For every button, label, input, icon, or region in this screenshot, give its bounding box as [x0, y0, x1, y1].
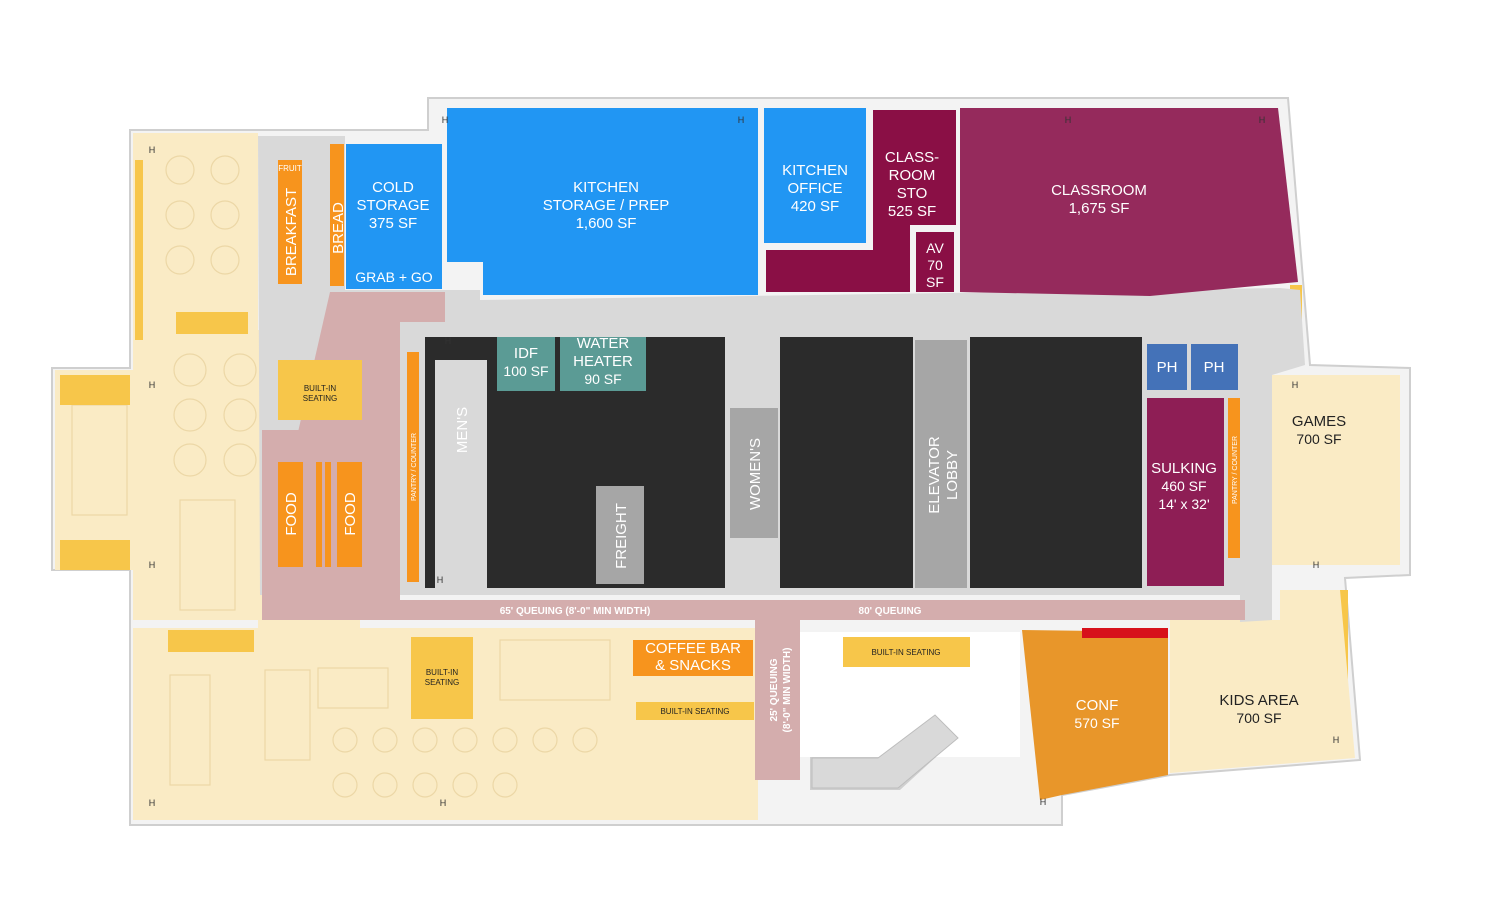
hydrant-icon: H: [149, 560, 156, 570]
builtin-seating-label: BUILT-IN: [304, 384, 337, 393]
room-classroom-sto: [766, 110, 956, 292]
food-label: FOOD: [342, 492, 359, 535]
idf-label: IDF: [514, 345, 538, 362]
hydrant-icon: H: [440, 798, 447, 808]
ph-label: PH: [1204, 359, 1225, 376]
room-ph-1: [1147, 344, 1187, 390]
av-label: AV: [926, 240, 944, 256]
idf-area: 100 SF: [503, 363, 548, 379]
classroom-sto-area: 525 SF: [888, 203, 936, 220]
classroom-area: 1,675 SF: [1069, 200, 1130, 217]
stair-run: [811, 714, 959, 789]
hydrant-icon: H: [1065, 115, 1072, 125]
kitchen-storage-label: KITCHEN: [573, 179, 639, 196]
room-classroom: [960, 108, 1298, 296]
builtin-seating-label: SEATING: [425, 678, 460, 687]
room-idf: [497, 337, 555, 391]
queuing-80-label: 80' QUEUING: [859, 606, 922, 617]
sulking-label: SULKING: [1151, 460, 1217, 477]
cold-storage-label: STORAGE: [356, 197, 429, 214]
classroom-sto-label: STO: [897, 185, 928, 202]
builtin-seating: [278, 360, 970, 720]
room-kitchen-storage: [447, 108, 758, 295]
hydrant-icon: H: [738, 115, 745, 125]
classroom-sto-label: CLASS-: [885, 149, 939, 166]
kitchen-storage-area: 1,600 SF: [576, 215, 637, 232]
coffee-bar-label: & SNACKS: [655, 657, 731, 674]
queuing-25-label: (8'-0" MIN WIDTH): [782, 648, 793, 733]
hydrant-icon: H: [1259, 115, 1266, 125]
kitchen-office-label: KITCHEN: [782, 162, 848, 179]
water-heater-area: 90 SF: [584, 371, 621, 387]
cold-storage-area: 375 SF: [369, 215, 417, 232]
coffee-bar-label: COFFEE BAR: [645, 640, 741, 657]
ph-label: PH: [1157, 359, 1178, 376]
hydrant-icon: H: [1313, 560, 1320, 570]
mens-label: MEN'S: [454, 407, 471, 453]
bread-label: BREAD: [330, 202, 347, 254]
elevator-lobby-label: LOBBY: [944, 450, 961, 500]
classroom-label: CLASSROOM: [1051, 182, 1147, 199]
builtin-seating-label: BUILT-IN: [426, 668, 459, 677]
kitchen-office-label: OFFICE: [788, 180, 843, 197]
room-water-heater: [560, 337, 646, 391]
room-freight: [596, 486, 644, 584]
hydrant-icon: H: [437, 575, 444, 585]
room-ph-2: [1191, 344, 1238, 390]
cold-storage-label: COLD: [372, 179, 414, 196]
serving-stations: [278, 144, 1240, 676]
hydrant-icon: H: [149, 798, 156, 808]
sulking-area: 460 SF: [1161, 478, 1206, 494]
av-area: 70: [927, 257, 943, 273]
games-area: 700 SF: [1296, 431, 1341, 447]
room-av: [916, 232, 954, 292]
room-cold-storage: [346, 144, 442, 289]
games-area: [1272, 375, 1400, 565]
room-womens: [730, 408, 778, 538]
room-kitchen-office: [764, 108, 866, 243]
conf-area: 570 SF: [1074, 715, 1119, 731]
kitchen-storage-label: STORAGE / PREP: [543, 197, 669, 214]
breakfast-label: BREAKFAST: [283, 188, 300, 276]
hydrant-markers: H H H H H H H H H H H H H H H: [149, 115, 1340, 808]
hydrant-icon: H: [149, 145, 156, 155]
builtin-seating-label: BUILT-IN SEATING: [660, 707, 729, 716]
sulking-size: 14' x 32': [1158, 496, 1209, 512]
fruit-label: FRUIT: [278, 164, 302, 173]
room-mens: [435, 360, 487, 588]
womens-label: WOMEN'S: [747, 438, 764, 510]
hydrant-icon: H: [1040, 797, 1047, 807]
kids-area: [1170, 590, 1355, 773]
elevator-lobby-label: ELEVATOR: [926, 436, 943, 514]
pantry-counter-label: PANTRY / COUNTER: [411, 433, 418, 501]
builtin-seating-label: SEATING: [303, 394, 338, 403]
room-sulking: [1147, 398, 1224, 586]
conf-label: CONF: [1076, 697, 1119, 714]
freight-label: FREIGHT: [613, 503, 630, 569]
hydrant-icon: H: [445, 336, 452, 346]
water-heater-label: HEATER: [573, 353, 633, 370]
builtin-seating-label: BUILT-IN SEATING: [871, 648, 940, 657]
hydrant-icon: H: [149, 380, 156, 390]
games-label: GAMES: [1292, 413, 1346, 430]
queuing-65-label: 65' QUEUING (8'-0" MIN WIDTH): [500, 606, 651, 617]
conf-screen: [1082, 628, 1168, 638]
kitchen-office-area: 420 SF: [791, 198, 839, 215]
water-heater-label: WATER: [577, 335, 630, 352]
pantry-counter-label: PANTRY / COUNTER: [1232, 436, 1239, 504]
grab-go-label: GRAB + GO: [355, 269, 433, 285]
classroom-sto-label: ROOM: [889, 167, 936, 184]
kids-area-area: 700 SF: [1236, 710, 1281, 726]
kids-area-label: KIDS AREA: [1219, 692, 1298, 709]
hydrant-icon: H: [442, 115, 449, 125]
hydrant-icon: H: [1333, 735, 1340, 745]
queuing-25-label: 25' QUEUING: [769, 658, 780, 721]
food-label: FOOD: [283, 492, 300, 535]
room-elevator-lobby: [915, 340, 967, 588]
av-area: SF: [926, 274, 944, 290]
room-conf: [1022, 630, 1168, 800]
hydrant-icon: H: [1292, 380, 1299, 390]
